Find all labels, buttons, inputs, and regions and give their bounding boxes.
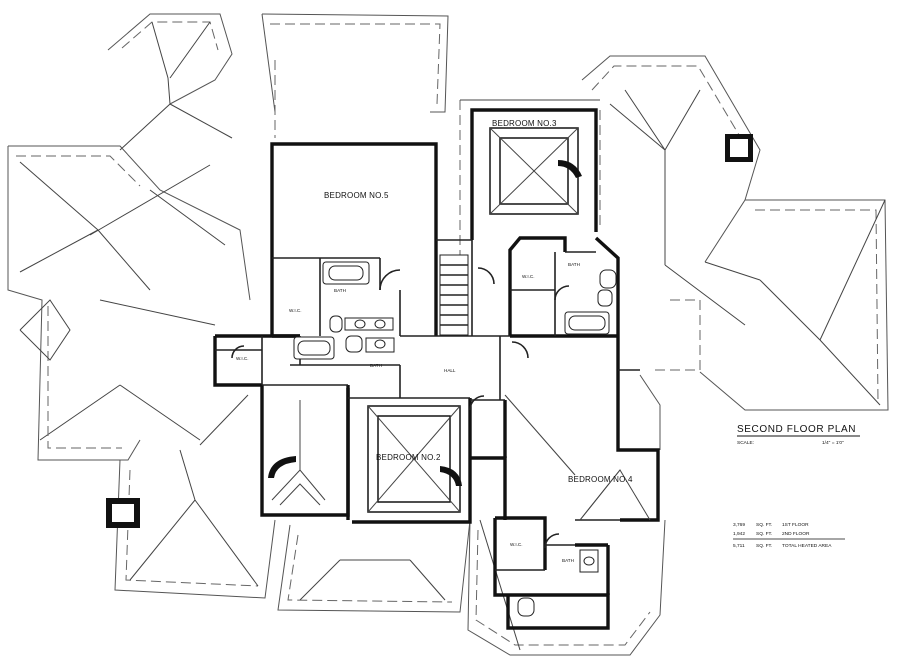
title-block: SECOND FLOOR PLAN SCALE: 1/4" = 1'0" 3,7… <box>733 424 860 549</box>
label-bedroom-4: BEDROOM NO.4 <box>568 475 633 484</box>
area-unit-total: SQ. FT. <box>756 543 772 549</box>
label-wic-4: W.I.C. <box>510 542 523 547</box>
area-desc: 2ND FLOOR <box>782 531 810 537</box>
plan-title: SECOND FLOOR PLAN <box>737 424 856 435</box>
label-bath-4: BATH <box>562 558 574 563</box>
label-bath-2: BATH <box>370 363 382 368</box>
area-value: 1,942 <box>733 531 745 537</box>
room-labels: BEDROOM NO.5 BEDROOM NO.3 BEDROOM NO.2 B… <box>236 119 633 563</box>
area-desc: 1ST FLOOR <box>782 522 809 528</box>
scale-value: 1/4" = 1'0" <box>822 440 844 446</box>
label-bedroom-2: BEDROOM NO.2 <box>376 453 441 462</box>
area-desc-total: TOTAL HEATED AREA <box>782 543 832 549</box>
label-wic-1: W.I.C. <box>289 308 302 313</box>
interior-walls <box>215 239 640 571</box>
chimneys <box>106 134 753 528</box>
stair <box>439 254 469 336</box>
bath-fixtures <box>293 261 617 617</box>
label-wic-2: W.I.C. <box>236 356 249 361</box>
label-hall: HALL <box>444 368 456 373</box>
scale-label: SCALE: <box>737 440 754 446</box>
area-unit: SQ. FT. <box>756 522 772 528</box>
area-table: 3,769 SQ. FT. 1ST FLOOR 1,942 SQ. FT. 2N… <box>733 522 845 549</box>
label-bedroom-5: BEDROOM NO.5 <box>324 191 389 200</box>
bay-window-markers <box>268 160 582 486</box>
label-bath-3: BATH <box>568 262 580 267</box>
area-value-total: 5,711 <box>733 543 745 549</box>
area-unit: SQ. FT. <box>756 531 772 537</box>
exterior-walls <box>213 108 660 630</box>
label-bedroom-3: BEDROOM NO.3 <box>492 119 557 128</box>
label-bath-1: BATH <box>334 288 346 293</box>
label-wic-3: W.I.C. <box>522 274 535 279</box>
area-value: 3,769 <box>733 522 745 528</box>
ceiling-insets <box>271 127 651 521</box>
